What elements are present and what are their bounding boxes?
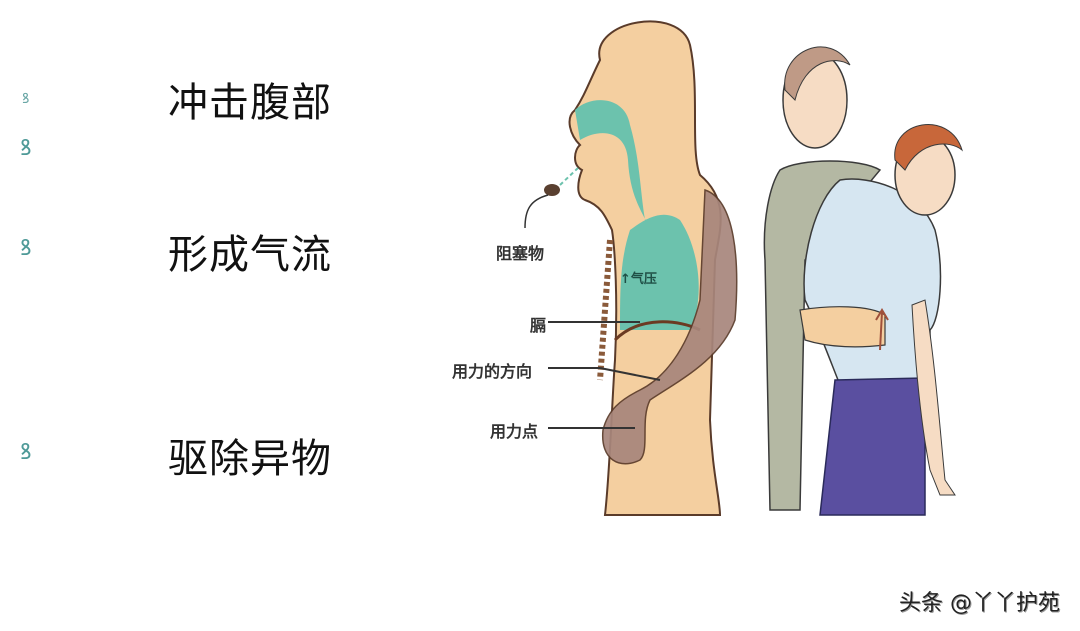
fleuron-bullet-icon: ꝸ	[22, 91, 30, 107]
rescuer-hair	[784, 46, 851, 101]
label-force-direction: 用力的方向	[452, 362, 533, 381]
thrust-direction-arrow	[879, 311, 883, 351]
victim-hair	[894, 124, 963, 171]
obstruction-object	[544, 184, 560, 196]
heading-expel-object: 驱除异物	[168, 436, 332, 482]
label-obstruction: 阻塞物	[496, 244, 545, 263]
heimlich-illustration: 阻塞物 ↑气压 膈 用力的方向 用力点	[440, 0, 1080, 540]
fleuron-bullet-icon: ꝸ	[20, 236, 32, 261]
airway	[575, 100, 650, 230]
label-diaphragm: 膈	[530, 316, 547, 335]
victim-arm	[911, 299, 956, 496]
fleuron-bullet-icon: ꝸ	[20, 136, 32, 161]
label-force-point: 用力点	[490, 422, 539, 441]
watermark: 头条 @丫丫护苑	[899, 591, 1060, 616]
spine	[597, 239, 613, 381]
expulsion-arrow	[559, 167, 579, 186]
label-air-pressure: ↑气压	[620, 272, 657, 287]
fleuron-bullet-icon: ꝸ	[20, 440, 32, 465]
rescuer-arms-wrap	[799, 306, 886, 348]
force-direction-label-line-angled	[599, 367, 661, 381]
heading-abdominal-thrust: 冲击腹部	[168, 80, 332, 126]
heading-form-airflow: 形成气流	[168, 232, 332, 278]
victim-pants	[819, 377, 926, 516]
rescuer-body	[763, 160, 882, 511]
rescuer-arm	[602, 188, 738, 465]
lung	[620, 214, 699, 330]
obstruction-pointer	[524, 194, 549, 229]
thrust-arrowhead-icon	[875, 308, 889, 321]
heimlich-diagram-svg	[524, 20, 963, 516]
